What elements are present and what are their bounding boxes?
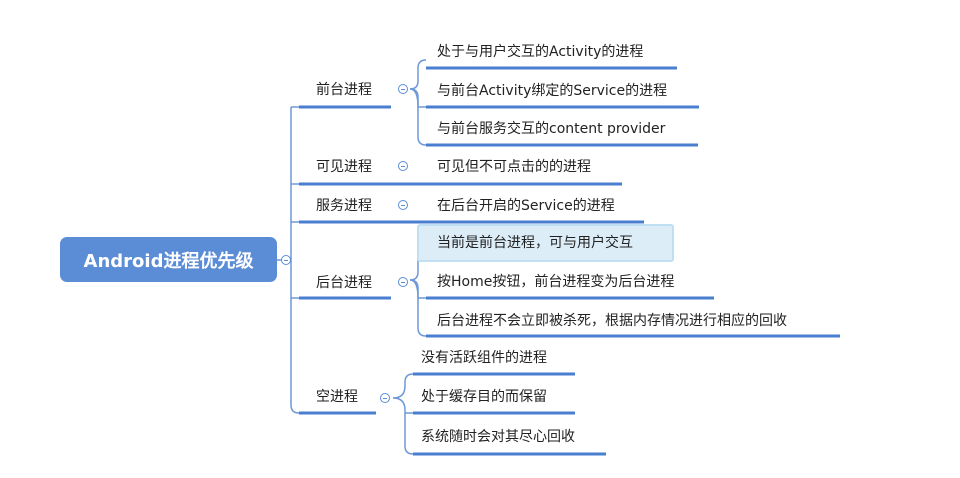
collapse-root-icon[interactable] <box>281 255 291 265</box>
branch-empty[interactable]: 空进程 <box>316 389 358 405</box>
topic-background-home[interactable]: 按Home按钮，前台进程变为后台进程 <box>437 274 675 290</box>
branch-visible[interactable]: 可见进程 <box>316 159 372 175</box>
topic-foreground-provider[interactable]: 与前台服务交互的content provider <box>437 121 666 137</box>
topic-empty-cache[interactable]: 处于缓存目的而保留 <box>421 389 547 405</box>
topic-background-recycle[interactable]: 后台进程不会立即被杀死，根据内存情况进行相应的回收 <box>437 313 787 329</box>
branch-foreground[interactable]: 前台进程 <box>316 82 372 98</box>
collapse-visible-icon[interactable] <box>398 161 408 171</box>
topic-foreground-service[interactable]: 与前台Activity绑定的Service的进程 <box>437 83 668 99</box>
collapse-empty-icon[interactable] <box>380 393 390 403</box>
collapse-background-icon[interactable] <box>398 277 408 287</box>
root-topic[interactable]: Android进程优先级 <box>60 237 277 282</box>
branch-service[interactable]: 服务进程 <box>316 198 372 214</box>
branch-background[interactable]: 后台进程 <box>316 275 372 291</box>
collapse-foreground-icon[interactable] <box>398 84 408 94</box>
selected-topic-highlight <box>417 224 674 262</box>
topic-foreground-activity[interactable]: 处于与用户交互的Activity的进程 <box>437 44 644 60</box>
topic-empty-no-components[interactable]: 没有活跃组件的进程 <box>421 350 547 366</box>
topic-visible-process[interactable]: 可见但不可点击的的进程 <box>437 159 591 175</box>
topic-background-current[interactable]: 当前是前台进程，可与用户交互 <box>437 235 633 251</box>
collapse-service-icon[interactable] <box>398 200 408 210</box>
topic-service-process[interactable]: 在后台开启的Service的进程 <box>437 198 615 214</box>
topic-empty-reclaim[interactable]: 系统随时会对其尽心回收 <box>421 429 575 445</box>
